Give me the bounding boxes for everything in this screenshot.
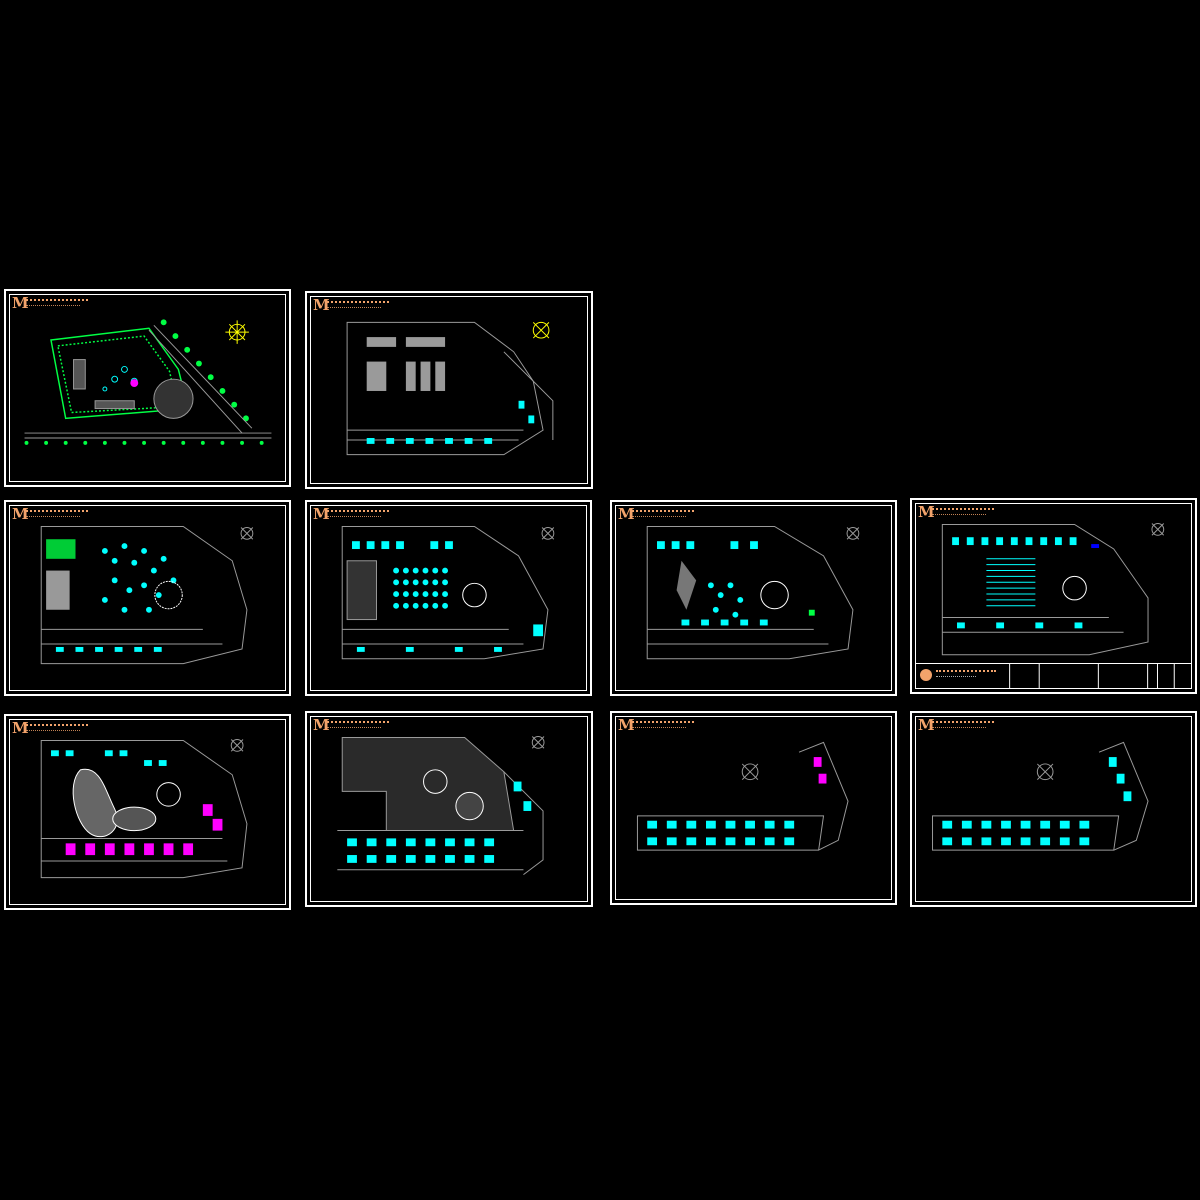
sheet-title <box>26 299 88 304</box>
sheet-title <box>327 721 389 726</box>
compass-icon <box>541 526 555 540</box>
title-block-title <box>936 670 996 672</box>
logo-mark: M <box>618 716 635 734</box>
logo-mark: M <box>313 296 330 314</box>
compass-icon <box>240 526 254 540</box>
compass-icon <box>846 526 860 540</box>
sheet-title <box>26 724 88 729</box>
compass-icon <box>531 736 545 749</box>
compass-icon <box>532 321 550 339</box>
site-plan-drawing <box>24 319 272 445</box>
compass-icon <box>1036 763 1054 781</box>
sheet-title <box>327 301 389 306</box>
sheet-subtitle <box>632 727 686 730</box>
compass-icon <box>225 320 249 344</box>
sheet-title <box>932 721 994 726</box>
sheet-title <box>632 721 694 726</box>
logo-mark: M <box>918 716 935 734</box>
sheet-title <box>26 510 88 515</box>
title-block-grid <box>1009 664 1175 688</box>
logo-mark: M <box>12 505 29 523</box>
logo-mark: M <box>618 505 635 523</box>
logo-mark: M <box>12 719 29 737</box>
sheet-title <box>632 510 694 515</box>
compass-icon <box>1151 523 1165 536</box>
logo-mark: M <box>918 503 935 521</box>
sheet-subtitle <box>327 516 381 519</box>
company-seal <box>920 669 932 681</box>
sheet-subtitle <box>26 730 80 733</box>
drawing-sheet-plan-1[interactable]: M <box>305 291 593 489</box>
floor-plan-drawing <box>40 739 248 879</box>
floor-plan-drawing <box>346 321 554 456</box>
floor-plan-drawing <box>337 736 545 876</box>
logo-mark: M <box>12 294 29 312</box>
sheet-subtitle <box>26 305 80 308</box>
sheet-title <box>327 510 389 515</box>
drawing-sheet-plan-2[interactable]: M <box>4 500 291 696</box>
floor-plan-drawing <box>932 741 1149 851</box>
drawing-sheet-plan-7[interactable]: M <box>305 711 593 907</box>
floor-plan-drawing <box>40 526 254 665</box>
drawing-sheet-plan-9[interactable]: M <box>910 711 1197 907</box>
sheet-subtitle <box>632 516 686 519</box>
drawing-sheet-plan-3[interactable]: M <box>305 500 592 696</box>
drawing-sheet-plan-8[interactable]: M <box>610 711 897 905</box>
drawing-sheet-plan-6[interactable]: M <box>4 714 291 910</box>
sheet-title <box>932 508 994 513</box>
title-block <box>916 663 1191 688</box>
sheet-subtitle <box>327 727 381 730</box>
floor-plan-drawing <box>341 526 555 660</box>
floor-plan-drawing <box>941 523 1165 656</box>
compass-icon <box>230 739 244 752</box>
sheet-subtitle <box>932 514 986 517</box>
logo-mark: M <box>313 716 330 734</box>
drawing-sheet-site-plan[interactable]: M <box>4 289 291 487</box>
logo-mark: M <box>313 505 330 523</box>
floor-plan-drawing <box>646 526 860 660</box>
sheet-subtitle <box>932 727 986 730</box>
drawing-sheet-plan-5[interactable]: M <box>910 498 1197 694</box>
drawing-sheet-plan-4[interactable]: M <box>610 500 897 696</box>
sheet-subtitle <box>327 307 381 310</box>
compass-icon <box>741 763 759 781</box>
floor-plan-drawing <box>636 741 849 851</box>
sheet-subtitle <box>26 516 80 519</box>
title-block-subtitle <box>936 676 976 677</box>
